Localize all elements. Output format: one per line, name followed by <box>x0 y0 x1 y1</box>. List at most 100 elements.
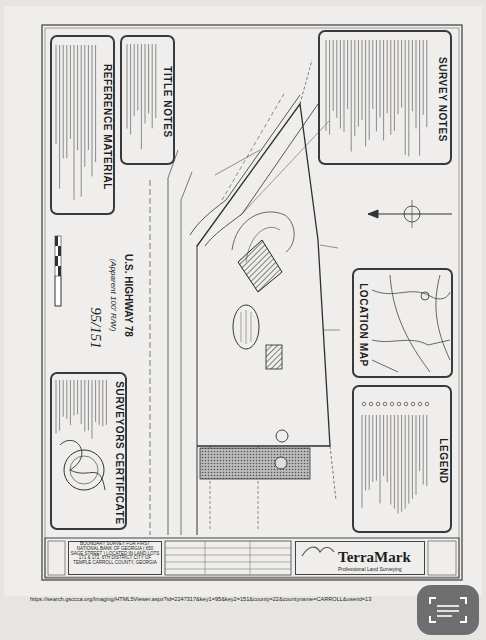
legend-symbol <box>383 402 387 406</box>
bank-building <box>238 240 282 292</box>
legend-symbol <box>376 402 380 406</box>
deed-book-page: 95/151 <box>86 296 106 360</box>
legend-symbol <box>425 402 429 406</box>
note-line <box>416 40 417 128</box>
notes-box: TITLE NOTES <box>120 35 175 165</box>
right-of-way-note: (Apparent 100' R/W) <box>107 240 119 350</box>
box-text: BOUNDARY SURVEY FOR FIRST NATIONAL BANK … <box>70 542 160 576</box>
easement-strip <box>200 448 310 479</box>
note-line <box>365 415 366 490</box>
note-line <box>369 40 370 140</box>
box-heading: SURVEYORS CERTIFICATE <box>113 377 126 529</box>
note-line <box>398 415 399 514</box>
note-line <box>155 44 156 118</box>
note-line <box>408 40 409 156</box>
note-line <box>347 40 348 109</box>
note-line <box>354 40 355 136</box>
note-line <box>416 415 417 495</box>
note-line <box>145 44 146 124</box>
note-line <box>419 40 420 156</box>
box-heading: LOCATION MAP <box>357 275 370 375</box>
note-line <box>99 380 100 425</box>
note-line <box>405 415 406 509</box>
logo-box: TerraMarkProfessional Land Surveying <box>295 541 425 575</box>
notes-box: SURVEY NOTES <box>318 30 452 165</box>
note-line <box>394 40 395 131</box>
legend-symbol <box>411 402 415 406</box>
note-line <box>405 40 406 155</box>
note-lines <box>56 40 429 514</box>
note-line <box>74 45 75 200</box>
note-line <box>74 380 75 415</box>
terramark-logo <box>302 547 334 556</box>
road-name: U.S. HIGHWAY 78 <box>121 238 135 353</box>
note-line <box>66 45 67 158</box>
note-line <box>376 415 377 481</box>
scan-button <box>417 585 479 635</box>
note-line <box>426 40 427 127</box>
note-line <box>358 40 359 127</box>
note-line <box>66 380 67 419</box>
note-line <box>326 40 327 131</box>
note-line <box>95 45 96 162</box>
highway-lines <box>150 150 197 535</box>
note-line <box>380 40 381 117</box>
note-line <box>401 415 402 512</box>
note-line <box>398 40 399 114</box>
note-line <box>376 40 377 131</box>
note-line <box>137 44 138 110</box>
note-line <box>95 380 96 422</box>
note-line <box>372 415 373 482</box>
sheet-frame-inner <box>45 28 459 577</box>
note-line <box>56 380 57 433</box>
note-line <box>92 380 93 439</box>
note-line <box>134 44 135 116</box>
note-line <box>383 415 384 476</box>
note-line <box>419 415 420 471</box>
note-line <box>77 380 78 414</box>
note-line <box>152 44 153 128</box>
note-line <box>408 415 409 504</box>
legend-symbol <box>369 402 373 406</box>
note-line <box>81 45 82 197</box>
area-ellipse-lines <box>241 310 251 344</box>
note-line <box>92 45 93 176</box>
note-line <box>387 40 388 113</box>
note-line <box>362 415 363 508</box>
box-heading: TITLE NOTES <box>161 42 174 162</box>
note-line <box>412 415 413 499</box>
legend-symbol <box>390 402 394 406</box>
note-line <box>423 415 424 485</box>
note-line <box>340 40 341 128</box>
note-line <box>336 40 337 118</box>
small-structure <box>266 345 282 369</box>
surveyor-seal <box>60 440 105 490</box>
note-line <box>344 40 345 132</box>
note-line <box>148 44 149 113</box>
note-line <box>88 380 89 430</box>
note-line <box>59 380 60 431</box>
box-heading: LEGEND <box>437 392 450 530</box>
note-line <box>401 40 402 108</box>
callout-circle <box>275 457 287 469</box>
north-arrow <box>368 200 452 228</box>
map-box: LOCATION MAP <box>352 268 453 378</box>
legend-symbol <box>362 402 366 406</box>
note-line <box>329 40 330 135</box>
note-line <box>369 415 370 490</box>
legend-symbol <box>418 402 422 406</box>
sheet-frame <box>42 25 462 580</box>
box-heading: SURVEY NOTES <box>436 37 449 162</box>
note-line <box>380 415 381 503</box>
note-line <box>63 45 64 158</box>
note-line <box>390 415 391 504</box>
note-line <box>70 380 71 425</box>
location-map-roads <box>372 275 450 372</box>
certificate-box: SURVEYORS CERTIFICATE <box>50 372 127 530</box>
note-line <box>394 415 395 509</box>
title-box: BOUNDARY SURVEY FOR FIRST NATIONAL BANK … <box>68 541 162 575</box>
note-line <box>56 45 57 144</box>
note-line <box>412 40 413 111</box>
note-line <box>63 380 64 417</box>
